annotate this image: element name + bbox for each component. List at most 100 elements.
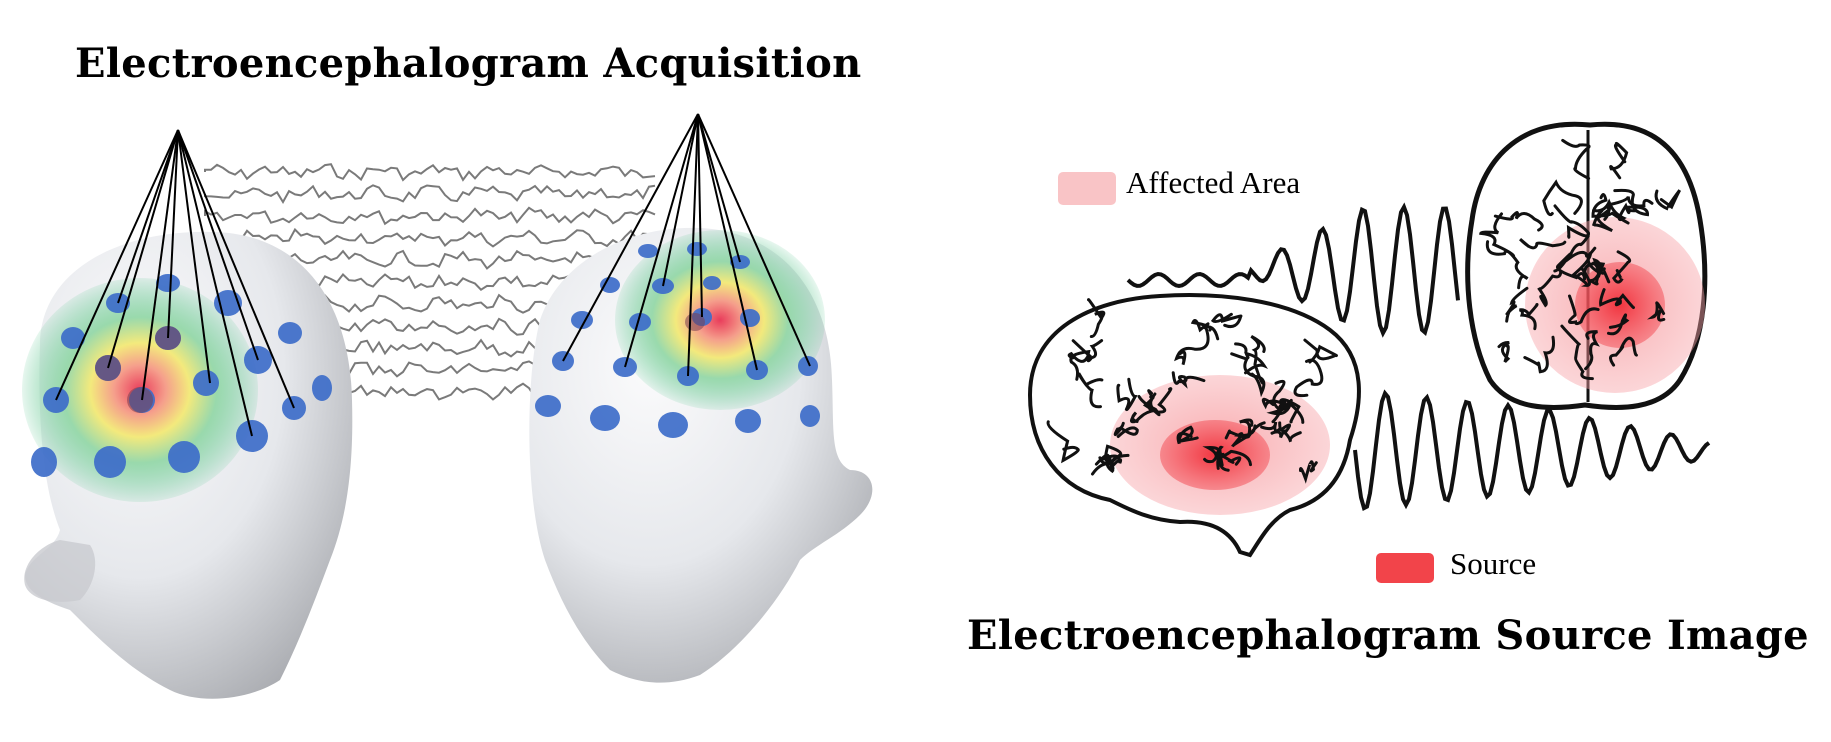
- electrode-wire: [697, 113, 741, 263]
- brain-gyrus: [1176, 425, 1199, 445]
- right-head: [529, 227, 873, 683]
- brain-gyrus: [1046, 420, 1080, 464]
- electrode: [600, 277, 620, 293]
- brain-gyrus: [1519, 302, 1539, 331]
- electrode: [156, 274, 180, 292]
- right-heatmap: [615, 230, 825, 410]
- legend-label-affected-area: Affected Area: [1126, 165, 1301, 200]
- brain-gyrus: [1607, 313, 1630, 336]
- brain-gyrus: [1611, 250, 1632, 284]
- brain-gyrus: [1069, 339, 1097, 381]
- brain-gyrus: [1224, 418, 1254, 440]
- brain-gyrus: [1561, 138, 1591, 180]
- legend-swatch-source: [1376, 553, 1434, 583]
- electrode: [703, 276, 721, 290]
- electrode-wire: [55, 129, 179, 401]
- brain-gyrus: [1171, 371, 1206, 389]
- electrode: [658, 412, 688, 438]
- brain-gyrus: [1553, 204, 1590, 239]
- electrode-group: [31, 242, 820, 478]
- source-wave-lower: [1353, 389, 1711, 511]
- legend-swatch-affected-area: [1058, 172, 1116, 205]
- brain-gyrus: [1202, 446, 1230, 472]
- electrode-wire: [107, 129, 179, 369]
- brain-gyrus: [1230, 352, 1266, 398]
- wire-group: [55, 113, 811, 437]
- side-brain: [1027, 293, 1361, 558]
- brain-gyrus: [1591, 257, 1611, 284]
- electrode-wire: [177, 129, 211, 384]
- brain-gyrus: [1609, 141, 1629, 180]
- eeg-trace: [204, 163, 656, 182]
- brain-gyrus: [1116, 377, 1138, 412]
- electrode: [638, 244, 658, 258]
- brain-gyrus: [1523, 335, 1556, 374]
- electrode: [798, 356, 818, 376]
- brain-gyrus: [1216, 445, 1242, 467]
- electrode: [535, 395, 561, 417]
- brain-gyrus: [1087, 298, 1106, 338]
- brain-gyrus: [1542, 179, 1583, 217]
- brain-gyrus: [1485, 240, 1529, 290]
- electrode-wire: [167, 129, 179, 339]
- brain-gyrus: [1113, 421, 1139, 438]
- legend-label-source: Source: [1450, 546, 1537, 581]
- brain-gyrus: [1231, 421, 1266, 448]
- brain-gyrus: [1271, 379, 1287, 424]
- electrode-wire: [687, 113, 699, 377]
- brain-gyrus: [1210, 312, 1243, 329]
- electrode-wire: [697, 113, 703, 318]
- electrode-wire: [177, 129, 295, 409]
- electrode: [278, 322, 302, 344]
- brain-gyrus: [1654, 189, 1682, 211]
- source-image-title: Electroencephalogram Source Image: [967, 612, 1809, 659]
- brain-gyrus: [1646, 301, 1666, 322]
- brain-gyrus: [1234, 342, 1269, 375]
- brain-gyrus: [1613, 188, 1649, 217]
- brain-gyrus: [1567, 294, 1600, 326]
- brain-gyrus: [1303, 338, 1338, 364]
- electrode-wire: [697, 113, 811, 367]
- brain-gyrus: [1094, 453, 1115, 474]
- brain-gyrus: [1077, 372, 1104, 409]
- electrode: [61, 327, 85, 349]
- side-brain-gyri: [1046, 298, 1338, 484]
- brain-gyrus: [1493, 210, 1544, 232]
- brain-gyrus: [1270, 421, 1292, 439]
- electrode: [168, 441, 200, 473]
- electrode: [94, 446, 126, 478]
- electrode: [735, 409, 761, 433]
- electrode: [590, 405, 620, 431]
- eeg-trace: [204, 184, 656, 204]
- eeg-trace: [204, 227, 656, 248]
- brain-gyrus: [1519, 238, 1567, 250]
- electrode-wire: [177, 129, 259, 361]
- brain-gyrus: [1190, 319, 1220, 341]
- electrode: [629, 313, 651, 331]
- brain-gyrus: [1250, 334, 1266, 385]
- electrode: [687, 242, 707, 256]
- brain-gyrus: [1591, 206, 1613, 233]
- electrode: [31, 447, 57, 477]
- brain-gyrus: [1599, 288, 1636, 310]
- brain-gyrus: [1505, 286, 1529, 323]
- electrode-wire: [662, 113, 699, 287]
- electrode: [312, 375, 332, 401]
- electrode-wire: [177, 129, 253, 437]
- acquisition-title: Electroencephalogram Acquisition: [75, 40, 862, 87]
- electrode-wire: [141, 129, 179, 401]
- brain-gyrus: [1584, 330, 1600, 371]
- brain-gyrus: [1479, 212, 1516, 258]
- top-brain-gyri: [1479, 138, 1682, 381]
- electrode-wire: [697, 113, 758, 371]
- source-wave-group: [1126, 202, 1711, 511]
- brain-gyrus: [1553, 252, 1587, 281]
- electrode-wire: [624, 113, 699, 368]
- source-wave-upper: [1126, 202, 1460, 338]
- brain-gyrus: [1497, 341, 1511, 363]
- electrode: [800, 405, 820, 427]
- brain-gyrus: [1571, 249, 1602, 287]
- eeg-trace: [204, 206, 656, 226]
- brain-gyrus: [1293, 358, 1324, 398]
